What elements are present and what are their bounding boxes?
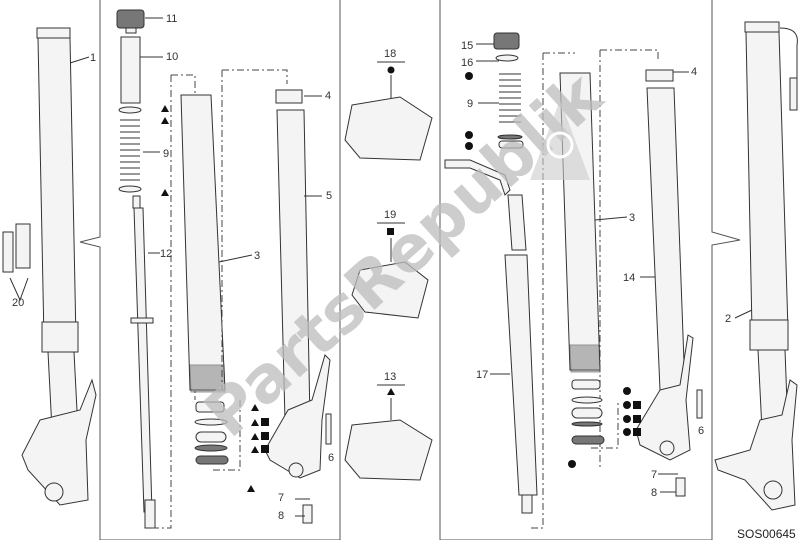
label-3-right: 3 xyxy=(629,212,635,224)
left-group-frame xyxy=(79,0,341,540)
label-3: 3 xyxy=(254,250,260,262)
label-6: 6 xyxy=(328,452,334,464)
reflector-pads-20 xyxy=(2,223,31,302)
gear-watermark-icon xyxy=(530,100,590,180)
label-15: 15 xyxy=(461,40,473,52)
cartridge-12 xyxy=(130,195,156,529)
fork-leg-left xyxy=(21,27,97,506)
label-11: 11 xyxy=(166,13,177,25)
inner-tube-3-left xyxy=(180,94,226,393)
fork-leg-right xyxy=(714,21,798,511)
label-7-right: 7 xyxy=(651,469,657,481)
outer-tube-5 xyxy=(275,89,311,421)
label-13: 13 xyxy=(384,371,396,383)
outer-tube-14 xyxy=(645,69,686,391)
cap-15 xyxy=(493,32,520,50)
label-17: 17 xyxy=(476,369,488,381)
label-5: 5 xyxy=(326,190,332,202)
label-19: 19 xyxy=(384,209,396,221)
foot-right xyxy=(635,334,703,497)
seals-right xyxy=(571,379,619,449)
label-14: 14 xyxy=(623,272,635,284)
diagram-code: SOS00645 xyxy=(737,527,796,540)
kit-card-19 xyxy=(351,222,429,319)
label-12: 12 xyxy=(160,248,172,260)
label-7: 7 xyxy=(278,492,284,504)
leader-lines xyxy=(69,17,753,517)
label-9-right: 9 xyxy=(467,98,473,110)
cartridge-17 xyxy=(444,159,538,514)
cartridge-bracket-right xyxy=(528,52,575,529)
label-4-right: 4 xyxy=(691,66,697,78)
label-4: 4 xyxy=(325,90,331,102)
cap-11 xyxy=(116,9,145,34)
label-10: 10 xyxy=(166,51,178,63)
foot-left xyxy=(264,354,332,524)
label-1: 1 xyxy=(90,52,96,64)
label-16: 16 xyxy=(461,57,473,69)
right-group-frame xyxy=(439,0,741,540)
spring-9-left xyxy=(118,106,142,193)
tube-bracket xyxy=(221,69,288,390)
kit-symbols-left xyxy=(161,105,269,492)
label-2: 2 xyxy=(725,313,731,325)
label-9: 9 xyxy=(163,148,169,160)
label-20: 20 xyxy=(12,297,24,309)
label-8: 8 xyxy=(278,510,284,522)
seals-left xyxy=(194,400,241,471)
kit-symbols-right xyxy=(465,72,641,468)
tube-10 xyxy=(120,36,141,104)
label-8-right: 8 xyxy=(651,487,657,499)
spring-9-right xyxy=(495,54,524,149)
callout-labels: 1 11 10 4 9 5 12 3 18 19 13 20 6 7 8 15 … xyxy=(12,13,796,540)
label-6-right: 6 xyxy=(698,425,704,437)
kit-card-18 xyxy=(344,61,433,161)
kit-card-13 xyxy=(344,384,433,481)
label-18: 18 xyxy=(384,48,396,60)
